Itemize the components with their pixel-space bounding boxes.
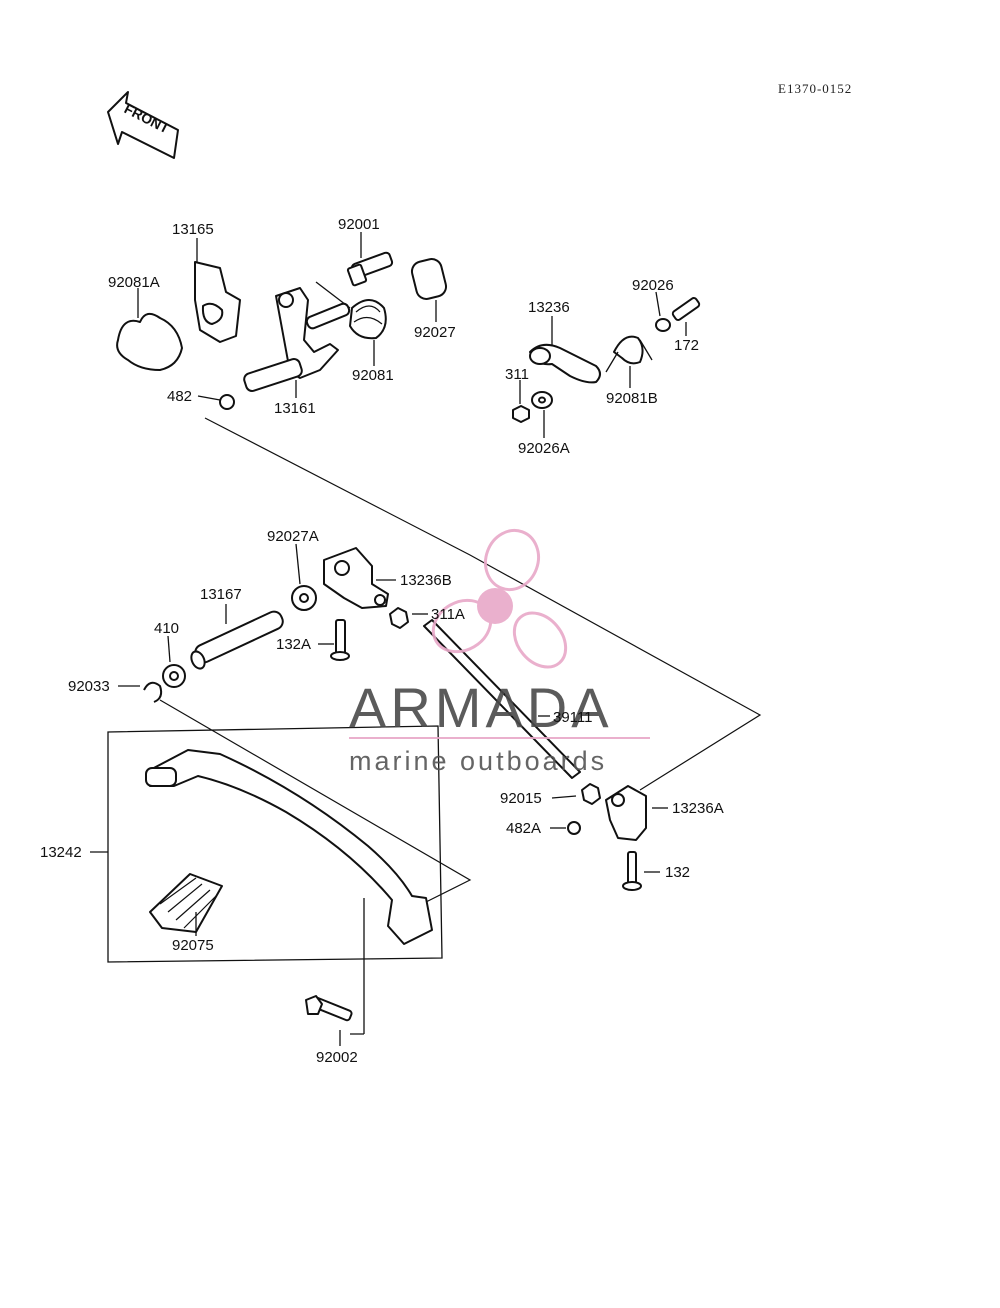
reference-code: E1370-0152 xyxy=(778,81,852,96)
joint-13236B xyxy=(323,547,389,609)
label-39111: 39111 xyxy=(553,709,593,726)
spring-92081 xyxy=(315,281,387,340)
label-172: 172 xyxy=(674,337,699,354)
bolt-132 xyxy=(622,851,642,891)
lever-13236 xyxy=(529,343,601,384)
washer-410 xyxy=(162,664,186,688)
bolt-92002 xyxy=(305,995,353,1022)
label-92081: 92081 xyxy=(352,367,394,384)
shaft-13167 xyxy=(190,610,284,670)
label-13165: 13165 xyxy=(172,221,214,238)
pedal-assembly-box xyxy=(107,725,443,963)
bolt-leader-lines xyxy=(350,898,365,1035)
assembly-lines xyxy=(159,417,762,906)
label-13236B: 13236B xyxy=(400,572,452,589)
label-482: 482 xyxy=(167,388,192,405)
nut-311 xyxy=(512,405,530,423)
circlip-482 xyxy=(219,394,235,410)
label-92026A: 92026A xyxy=(518,440,570,457)
washer-92026A xyxy=(531,391,553,409)
label-482A: 482A xyxy=(506,820,541,837)
shift-shaft-13161 xyxy=(243,287,351,392)
part-labels: 13165 92001 92081A 92027 92081 482 13161… xyxy=(40,216,724,1066)
label-92027A: 92027A xyxy=(267,528,319,545)
label-132A: 132A xyxy=(276,636,311,653)
watermark-subtitle: marine outboards xyxy=(349,746,607,776)
rubber-92075 xyxy=(149,873,223,933)
label-410: 410 xyxy=(154,620,179,637)
label-92081B: 92081B xyxy=(606,390,658,407)
label-92075: 92075 xyxy=(172,937,214,954)
front-arrow-icon: FRONT xyxy=(107,91,179,159)
pin-92001 xyxy=(346,251,394,287)
bolt-172 xyxy=(671,297,701,321)
label-132: 132 xyxy=(665,864,690,881)
propeller-icon xyxy=(431,528,568,669)
label-13161: 13161 xyxy=(274,400,316,417)
label-13167: 13167 xyxy=(200,586,242,603)
label-13242: 13242 xyxy=(40,844,82,861)
plate-13165 xyxy=(194,261,241,343)
washer-92027A xyxy=(291,585,317,611)
armada-logo: ARMADA marine outboards xyxy=(349,528,650,776)
label-92002: 92002 xyxy=(316,1049,358,1066)
circlip-482A xyxy=(567,821,581,835)
gasket-92081A xyxy=(116,312,183,371)
label-311A: 311A xyxy=(431,606,465,623)
bolt-132A xyxy=(330,619,350,661)
label-13236: 13236 xyxy=(528,299,570,316)
nut-311A xyxy=(389,607,409,629)
label-311: 311 xyxy=(505,366,529,383)
label-92027: 92027 xyxy=(414,324,456,341)
joint-13236A xyxy=(605,785,647,841)
washer-92026 xyxy=(655,318,671,332)
spring-92081B xyxy=(605,335,653,373)
label-92081A: 92081A xyxy=(108,274,160,291)
label-leaders xyxy=(90,232,687,1046)
label-13236A: 13236A xyxy=(672,800,724,817)
label-92001: 92001 xyxy=(338,216,380,233)
pedal-13242 xyxy=(145,749,433,945)
collar-92027 xyxy=(410,258,448,300)
label-92026: 92026 xyxy=(632,277,674,294)
watermark-title: ARMADA xyxy=(349,676,613,739)
nut-92015 xyxy=(581,783,601,805)
label-92033: 92033 xyxy=(68,678,110,695)
label-92015: 92015 xyxy=(500,790,542,807)
circlip-92033 xyxy=(143,681,163,703)
